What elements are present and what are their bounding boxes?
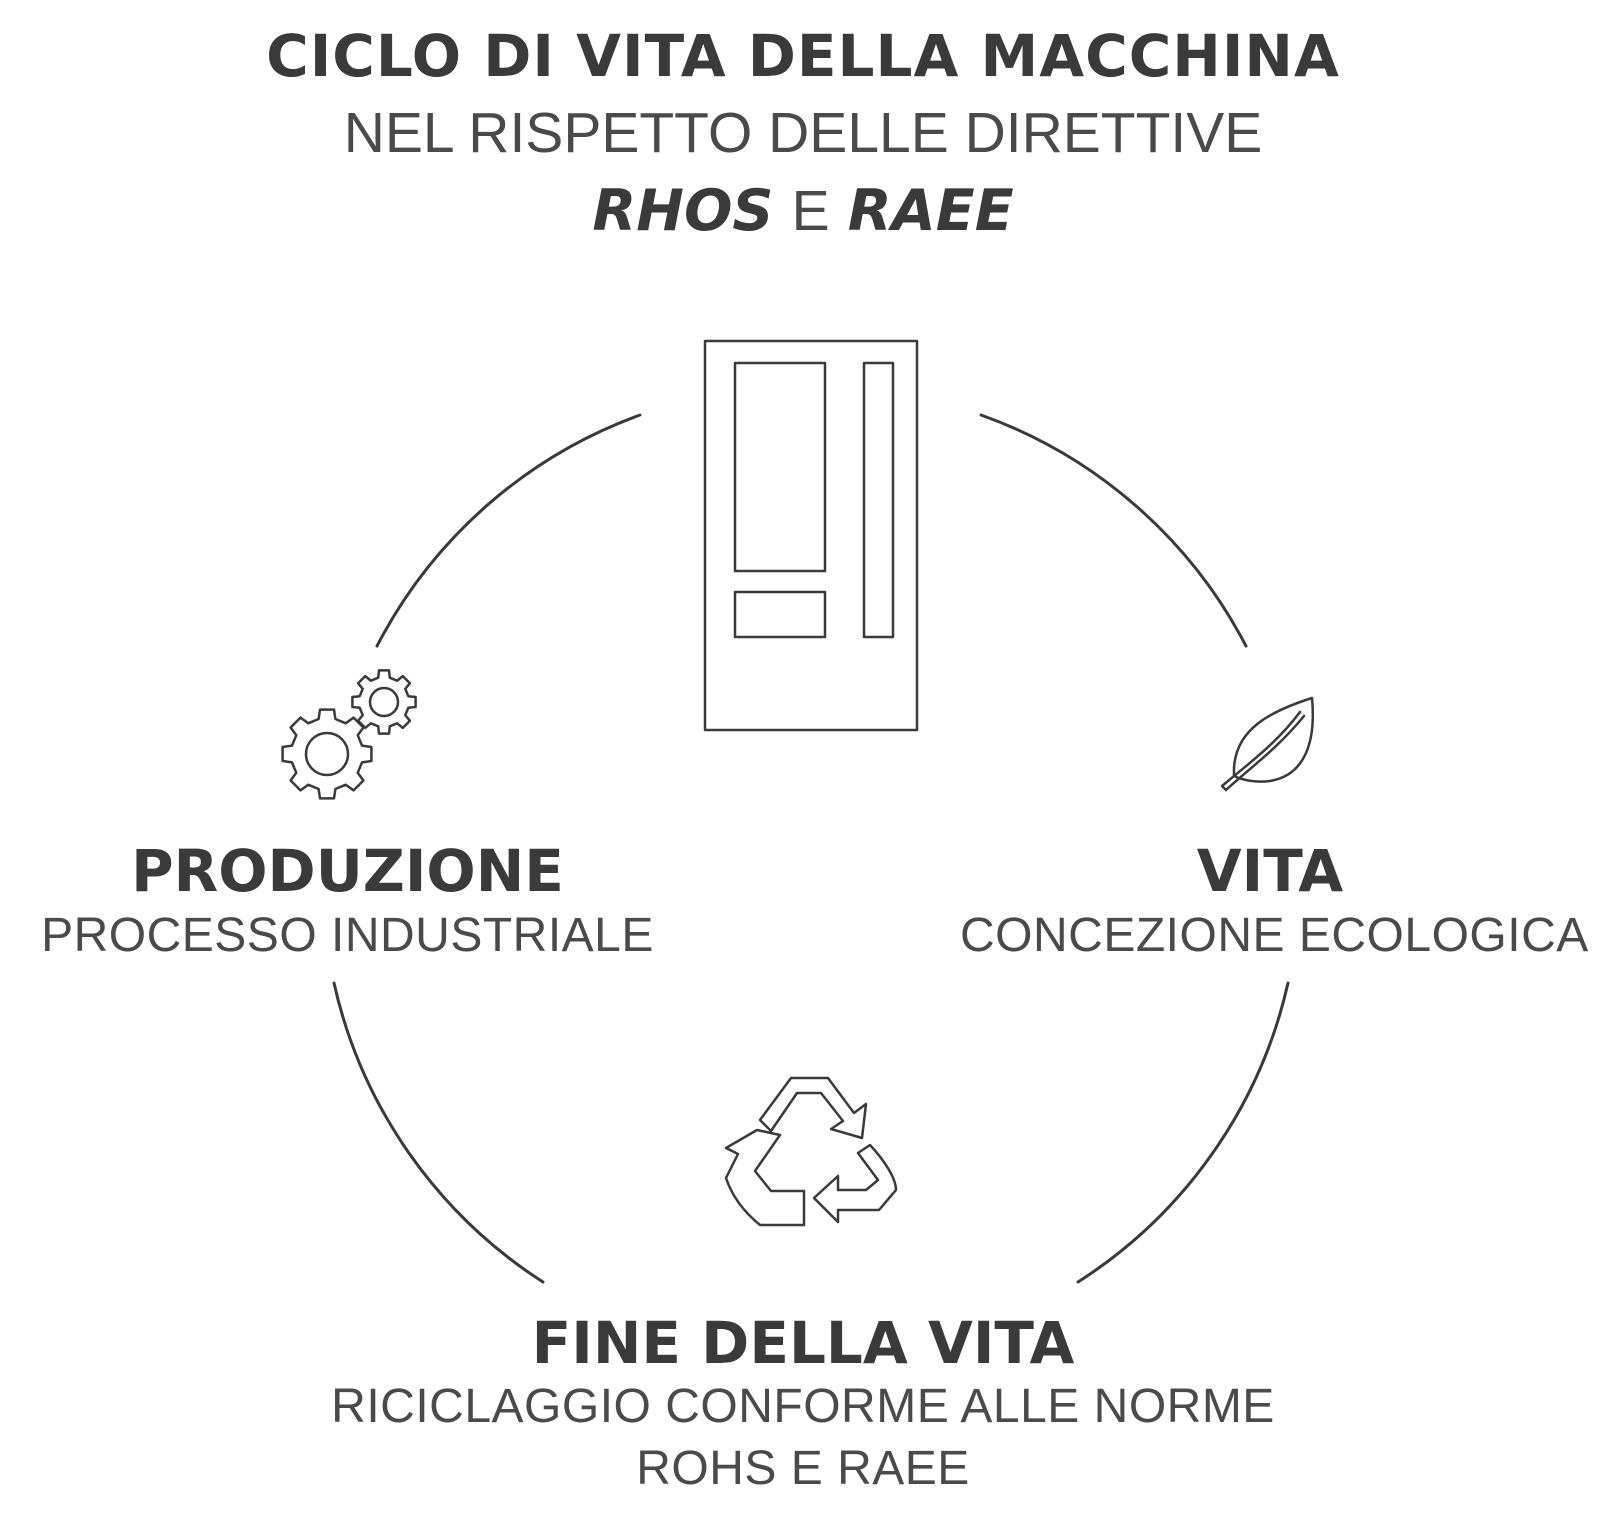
directive-raee: RAEE bbox=[847, 178, 1014, 244]
leaf-icon bbox=[1220, 696, 1314, 792]
stage-fine-della-vita: FINE DELLA VITA RICICLAGGIO CONFORME ALL… bbox=[303, 1310, 1303, 1500]
stage-vita-description: CONCEZIONE ECOLOGICA bbox=[960, 909, 1589, 962]
directives-line: RHOS E RAEE bbox=[0, 178, 1606, 244]
cycle-arc-bottom-right bbox=[1076, 981, 1290, 1284]
cycle-arc-bottom-left bbox=[332, 981, 545, 1284]
stage-fine-della-vita-description-2: ROHS E RAEE bbox=[636, 1442, 970, 1495]
directive-conjunction: E bbox=[791, 179, 830, 243]
stage-fine-della-vita-title: FINE DELLA VITA bbox=[531, 1309, 1075, 1377]
stage-produzione-title: PRODUZIONE bbox=[131, 837, 564, 905]
stage-produzione: PRODUZIONE PROCESSO INDUSTRIALE bbox=[20, 838, 675, 968]
stage-vita-title: VITA bbox=[1196, 837, 1344, 905]
stage-fine-della-vita-description-1: RICICLAGGIO CONFORME ALLE NORME bbox=[331, 1380, 1275, 1433]
vending-machine-icon bbox=[703, 339, 919, 732]
stage-produzione-description: PROCESSO INDUSTRIALE bbox=[41, 909, 654, 962]
recycle-icon bbox=[724, 1076, 898, 1227]
gears-icon bbox=[281, 669, 417, 800]
stage-vita: VITA CONCEZIONE ECOLOGICA bbox=[960, 837, 1589, 968]
directive-rhos: RHOS bbox=[592, 178, 774, 244]
cycle-arc-top-left bbox=[375, 413, 642, 648]
page-title: CICLO DI VITA DELLA MACCHINA bbox=[266, 22, 1340, 90]
page-subtitle: NEL RISPETTO DELLE DIRETTIVE bbox=[343, 101, 1263, 165]
cycle-arc-top-right bbox=[979, 413, 1248, 648]
